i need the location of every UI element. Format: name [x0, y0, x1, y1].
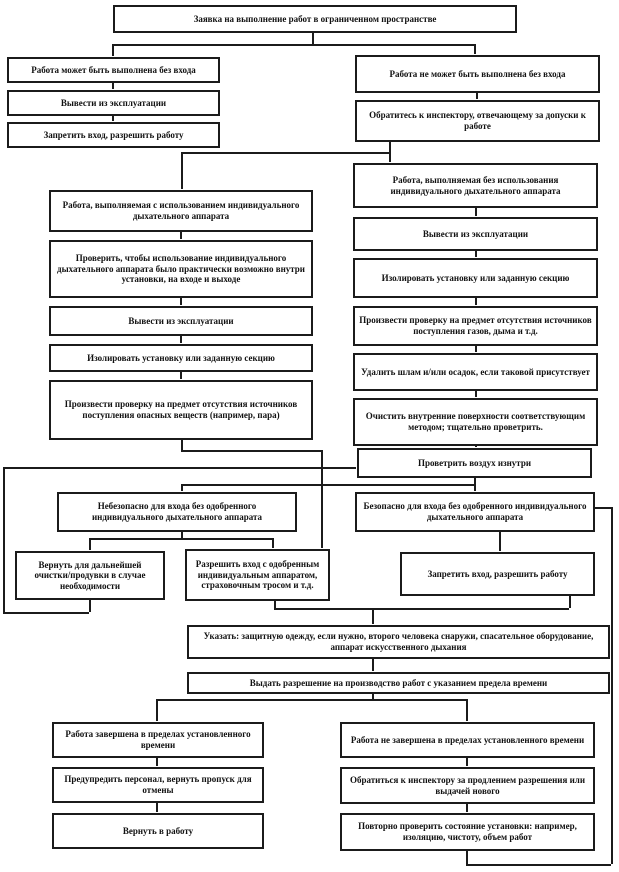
connector-line — [3, 467, 5, 612]
connector-line — [475, 297, 477, 305]
connector-line — [475, 445, 477, 447]
connector-line — [466, 850, 468, 864]
connector-line — [475, 345, 477, 352]
flow-box-work-without-apparatus: Работа, выполняемая без использования ин… — [353, 163, 598, 208]
flow-box-work-not-finished: Работа не завершена в пределах установле… — [340, 722, 595, 758]
flow-box-forbid-entry-allow-work-right: Запретить вход, разрешить работу — [400, 552, 595, 596]
connector-line — [180, 371, 182, 379]
connector-line — [594, 507, 611, 509]
flow-box-clean-surfaces: Очистить внутренние поверхности соответс… — [353, 398, 598, 446]
connector-line — [475, 250, 477, 257]
connector-line — [389, 141, 391, 162]
connector-line — [372, 608, 374, 624]
flow-box-work-finished-in-time: Работа завершена в пределах установленно… — [52, 722, 264, 758]
flow-box-decommission-left: Вывести из эксплуатации — [7, 90, 220, 116]
connector-line — [156, 757, 158, 766]
connector-line — [475, 390, 477, 397]
flow-box-work-without-entry: Работа может быть выполнена без входа — [7, 57, 220, 83]
connector-line — [3, 467, 356, 469]
connector-line — [312, 32, 314, 44]
flow-box-recheck-unit: Повторно проверить состояние установки: … — [340, 813, 595, 851]
flow-box-verify-apparatus-feasible: Проверить, чтобы использование индивидуа… — [49, 240, 313, 298]
connector-line — [156, 802, 158, 812]
connector-line — [372, 693, 374, 699]
connector-line — [89, 538, 91, 550]
connector-line — [272, 538, 274, 548]
flow-box-work-with-apparatus: Работа, выполняемая с использованием инд… — [49, 190, 313, 232]
flow-box-isolate-unit-right: Изолировать установку или заданную секци… — [353, 258, 598, 298]
flow-box-forbid-entry-allow-work-left: Запретить вход, разрешить работу — [7, 122, 220, 148]
flow-box-specify-equipment: Указать: защитную одежду, если нужно, вт… — [187, 625, 610, 659]
flow-box-decommission-mid: Вывести из эксплуатации — [49, 306, 313, 336]
connector-line — [156, 699, 466, 701]
connector-line — [274, 600, 276, 608]
connector-line — [474, 44, 476, 54]
flow-box-safe-without-apparatus: Безопасно для входа без одобренного инди… — [355, 492, 595, 532]
connector-line — [89, 599, 91, 612]
connector-line — [180, 231, 182, 239]
connector-line — [372, 658, 374, 671]
connector-line — [181, 531, 183, 538]
connector-line — [112, 44, 114, 56]
connector-line — [476, 92, 478, 99]
connector-line — [181, 484, 183, 491]
connector-line — [156, 699, 158, 721]
flow-box-allow-entry-with-apparatus: Разрешить вход с одобренным индивидуальн… — [185, 549, 330, 601]
flow-box-remove-sludge: Удалить шлам и/или осадок, если таковой … — [353, 353, 598, 391]
flow-box-title: Заявка на выполнение работ в ограниченно… — [113, 5, 517, 33]
flow-box-contact-inspector-extension: Обратиться к инспектору за продлением ра… — [340, 767, 595, 804]
connector-line — [569, 595, 571, 608]
flow-box-contact-inspector-permits: Обратитесь к инспектору, отвечающему за … — [355, 100, 600, 142]
flow-box-ventilate-air-inside: Проветрить воздух изнутри — [357, 448, 592, 478]
connector-line — [3, 612, 89, 614]
flow-box-check-gas-sources: Произвести проверку на предмет отсутстви… — [353, 306, 598, 346]
connector-line — [474, 477, 476, 484]
connector-line — [180, 297, 182, 305]
flow-box-isolate-unit-mid: Изолировать установку или заданную секци… — [49, 344, 313, 372]
connector-line — [89, 538, 272, 540]
connector-line — [466, 803, 468, 812]
connector-line — [181, 450, 321, 452]
connector-line — [181, 152, 183, 189]
connector-line — [112, 115, 114, 121]
flow-box-work-requires-entry: Работа не может быть выполнена без входа — [355, 55, 600, 93]
flow-box-unsafe-without-apparatus: Небезопасно для входа без одобренного ин… — [57, 492, 297, 532]
flow-box-check-hazard-sources: Произвести проверку на предмет отсутстви… — [49, 380, 313, 440]
connector-line — [181, 152, 389, 154]
flow-box-decommission-right: Вывести из эксплуатации — [353, 217, 598, 251]
connector-line — [112, 44, 474, 46]
connector-line — [611, 507, 613, 864]
flow-box-return-for-cleaning: Вернуть для дальнейшей очистки/продувки … — [15, 551, 165, 600]
connector-line — [321, 450, 323, 548]
connector-line — [466, 699, 468, 721]
connector-line — [466, 757, 468, 766]
flow-box-issue-permit: Выдать разрешение на производство работ … — [187, 672, 610, 694]
connector-line — [466, 864, 611, 866]
connector-line — [112, 82, 114, 89]
flow-box-warn-personnel: Предупредить персонал, вернуть пропуск д… — [52, 767, 264, 803]
flow-box-return-to-work: Вернуть в работу — [52, 813, 264, 849]
connector-line — [180, 335, 182, 343]
connector-line — [475, 207, 477, 216]
connector-line — [274, 608, 569, 610]
connector-line — [181, 439, 183, 450]
connector-line — [181, 484, 474, 486]
connector-line — [474, 484, 476, 491]
connector-line — [499, 531, 501, 551]
